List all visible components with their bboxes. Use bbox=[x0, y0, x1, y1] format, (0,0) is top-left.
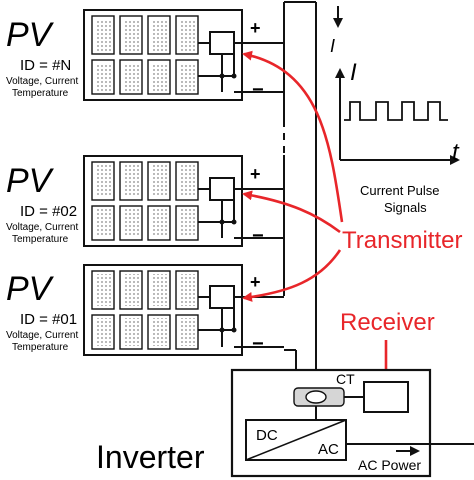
panel-id: ID = #02 bbox=[20, 203, 77, 220]
transmitter-box bbox=[209, 177, 235, 201]
transmitter-label: Transmitter bbox=[342, 227, 462, 254]
minus-terminal: − bbox=[252, 225, 264, 247]
pulse-caption-2: Signals bbox=[384, 200, 427, 215]
plus-terminal: + bbox=[250, 164, 261, 184]
inverter bbox=[230, 368, 474, 478]
ac-power-label: AC Power bbox=[358, 457, 421, 473]
panel-info-2: Temperature bbox=[12, 342, 69, 353]
pv-panel-n bbox=[83, 9, 284, 101]
pulse-signal-plot bbox=[335, 68, 460, 165]
arrow-to-transmitter-01 bbox=[242, 249, 342, 302]
panel-info-1: Voltage, Current bbox=[6, 76, 78, 87]
panel-id: ID = #N bbox=[20, 57, 71, 74]
bus-wires bbox=[283, 1, 343, 428]
arrow-to-transmitter-n bbox=[242, 50, 344, 223]
pulse-caption-1: Current Pulse bbox=[360, 183, 439, 198]
panel-info-2: Temperature bbox=[12, 234, 69, 245]
plus-terminal: + bbox=[250, 18, 261, 38]
ct-label: CT bbox=[336, 371, 355, 387]
pv-label: PV bbox=[6, 162, 55, 200]
current-label-top: I bbox=[330, 36, 335, 56]
panel-info-2: Temperature bbox=[12, 88, 69, 99]
pv-panel-02 bbox=[83, 155, 284, 247]
arrow-to-transmitter-02 bbox=[242, 190, 341, 234]
ct-core bbox=[305, 390, 327, 404]
dc-label: DC bbox=[256, 427, 278, 444]
transmitter-box bbox=[209, 285, 235, 309]
plus-terminal: + bbox=[250, 272, 261, 292]
pulse-waveform bbox=[344, 101, 448, 121]
ac-label: AC bbox=[318, 441, 339, 458]
pv-label: PV bbox=[6, 16, 55, 54]
converter-divider bbox=[245, 419, 347, 461]
inverter-label: Inverter bbox=[96, 439, 205, 475]
receiver-label: Receiver bbox=[340, 309, 435, 336]
pv-panel-01 bbox=[83, 264, 284, 356]
pulse-x-label: t bbox=[452, 139, 460, 166]
panel-info-1: Voltage, Current bbox=[6, 330, 78, 341]
minus-terminal: − bbox=[252, 79, 264, 101]
transmitter-arrows bbox=[242, 50, 391, 380]
pv-label: PV bbox=[6, 270, 55, 308]
receiver-box bbox=[363, 381, 409, 413]
panel-info-1: Voltage, Current bbox=[6, 222, 78, 233]
transmitter-box bbox=[209, 31, 235, 55]
minus-terminal: − bbox=[252, 333, 264, 355]
panel-id: ID = #01 bbox=[20, 311, 77, 328]
pulse-y-label: I bbox=[350, 59, 357, 86]
